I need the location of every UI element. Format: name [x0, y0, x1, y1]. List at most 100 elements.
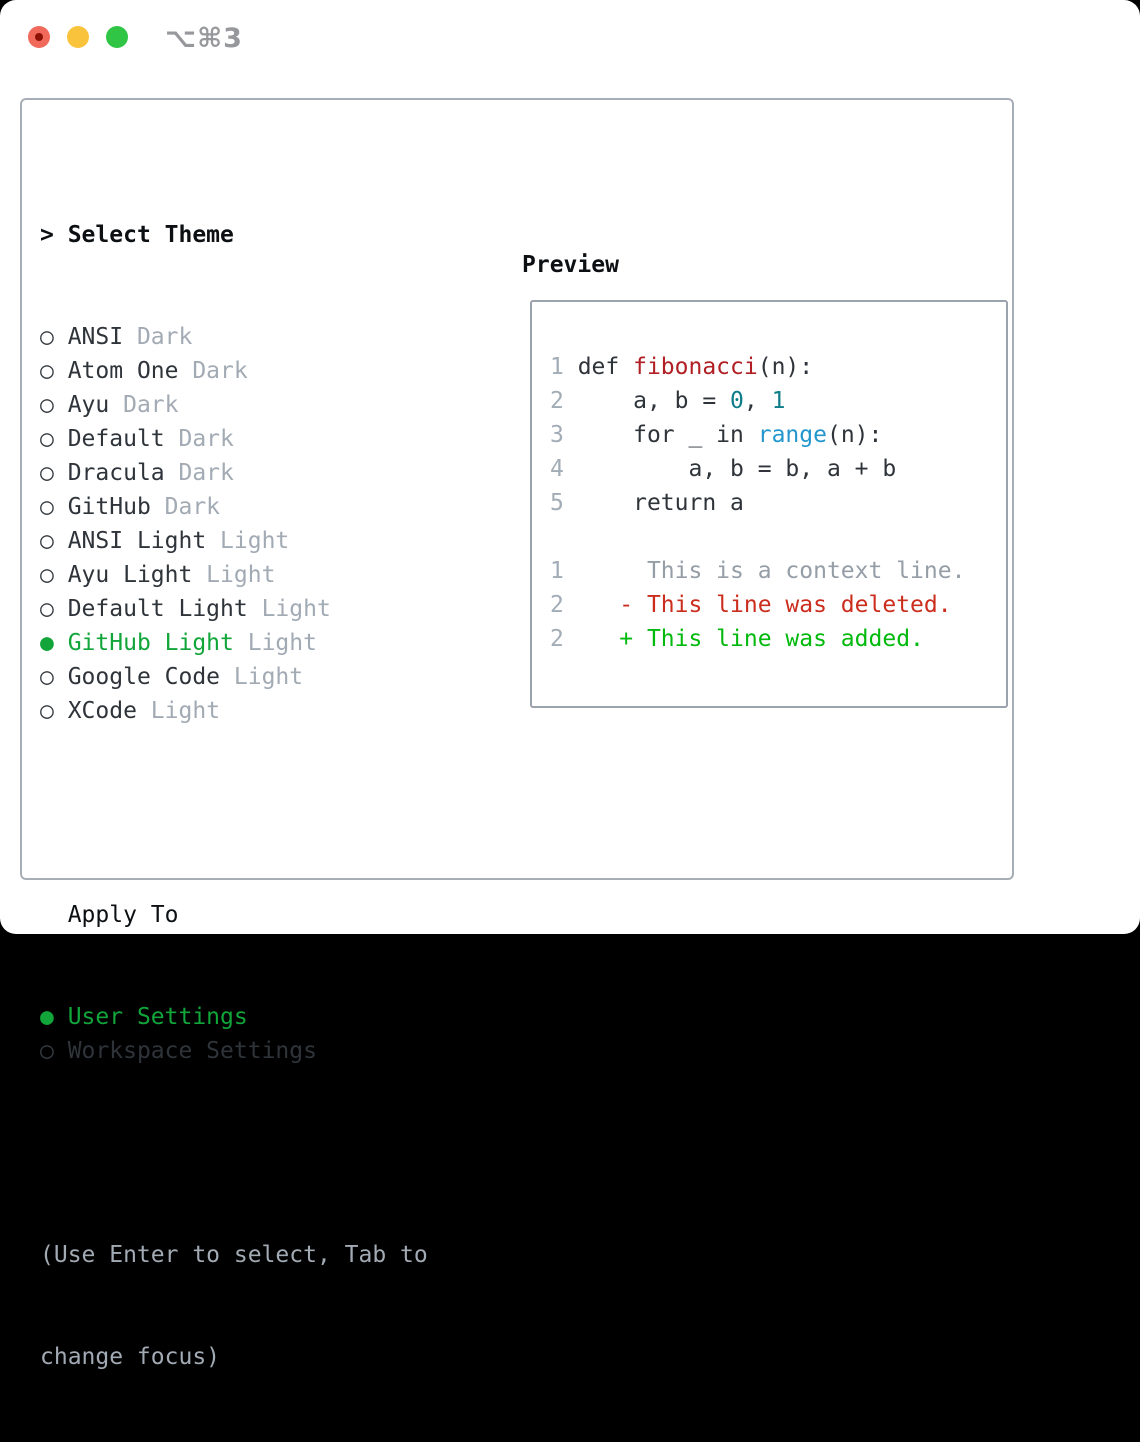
- apply-to-option-workspace-settings[interactable]: ○ Workspace Settings: [40, 1034, 490, 1068]
- theme-option-ansi[interactable]: ○ ANSI Dark: [40, 320, 490, 354]
- code-segment-code: ,: [743, 388, 772, 414]
- theme-option-github-light[interactable]: ● GitHub Light Light: [40, 626, 490, 660]
- code-segment-func: fibonacci: [633, 354, 758, 380]
- code-segment-context: This is a context line.: [577, 558, 966, 584]
- theme-option-label: GitHub Light: [67, 630, 234, 656]
- apply-to-header: Apply To: [67, 902, 179, 928]
- code-segment-number: 1: [771, 388, 786, 414]
- theme-option-atom-one[interactable]: ○ Atom One Dark: [40, 354, 490, 388]
- theme-variant-label: Dark: [150, 494, 221, 520]
- code-line: 2 + This line was added.: [550, 622, 1006, 656]
- theme-option-xcode[interactable]: ○ XCode Light: [40, 694, 490, 728]
- theme-option-google-code[interactable]: ○ Google Code Light: [40, 660, 490, 694]
- theme-option-label: Ayu Light: [67, 562, 193, 588]
- app-window: ⌥⌘3 > Select Theme ○ ANSI Dark○ Atom One…: [0, 0, 1140, 1370]
- spacer: [40, 1136, 490, 1170]
- radio-icon: ○: [40, 426, 68, 452]
- code-line: 1 This is a context line.: [550, 554, 1006, 588]
- radio-icon: ○: [40, 664, 68, 690]
- theme-option-label: Atom One: [67, 358, 179, 384]
- apply-to-option-label: Workspace Settings: [67, 1038, 317, 1064]
- theme-selector-column: > Select Theme ○ ANSI Dark○ Atom One Dar…: [40, 150, 490, 1442]
- preview-header: Preview: [522, 252, 619, 278]
- radio-icon: ○: [40, 392, 68, 418]
- theme-variant-label: Light: [192, 562, 276, 588]
- line-number: 2: [550, 626, 578, 652]
- radio-icon: ○: [40, 528, 68, 554]
- theme-option-ayu-light[interactable]: ○ Ayu Light Light: [40, 558, 490, 592]
- code-segment-code: (n):: [757, 354, 814, 380]
- code-segment-code: return a: [577, 490, 744, 516]
- code-segment-code: for _ in: [577, 422, 758, 448]
- theme-option-dracula[interactable]: ○ Dracula Dark: [40, 456, 490, 490]
- code-segment-deleted: - This line was deleted.: [577, 592, 952, 618]
- theme-variant-label: Dark: [109, 392, 179, 418]
- zoom-button-icon[interactable]: [106, 26, 128, 48]
- theme-option-label: Default Light: [67, 596, 248, 622]
- theme-variant-label: Light: [220, 664, 304, 690]
- help-text-line1: (Use Enter to select, Tab to: [40, 1242, 428, 1268]
- theme-variant-label: Dark: [178, 358, 248, 384]
- selected-radio-icon: ●: [40, 630, 68, 656]
- theme-option-ayu[interactable]: ○ Ayu Dark: [40, 388, 490, 422]
- code-line: 2 a, b = 0, 1: [550, 384, 1006, 418]
- radio-icon: ○: [40, 358, 68, 384]
- titlebar: ⌥⌘3: [0, 0, 1140, 74]
- code-segment-code: a, b =: [577, 388, 731, 414]
- help-text-line2: change focus): [40, 1344, 221, 1370]
- theme-option-label: Ayu: [67, 392, 110, 418]
- radio-icon: ○: [40, 1038, 68, 1064]
- close-button-icon[interactable]: [28, 26, 50, 48]
- minimize-button-icon[interactable]: [67, 26, 89, 48]
- line-number: 3: [550, 422, 578, 448]
- theme-option-label: ANSI Light: [67, 528, 207, 554]
- theme-option-github[interactable]: ○ GitHub Dark: [40, 490, 490, 524]
- code-segment-number: 0: [730, 388, 744, 414]
- code-segment-code: (n):: [826, 422, 883, 448]
- theme-option-default-light[interactable]: ○ Default Light Light: [40, 592, 490, 626]
- radio-icon: ○: [40, 494, 68, 520]
- line-number: 4: [550, 456, 578, 482]
- code-segment-added: + This line was added.: [577, 626, 924, 652]
- theme-option-label: XCode: [67, 698, 137, 724]
- theme-option-label: Google Code: [67, 664, 221, 690]
- radio-icon: ○: [40, 324, 68, 350]
- code-segment-code: def: [577, 354, 634, 380]
- code-line: 1 def fibonacci(n):: [550, 350, 1006, 384]
- window-title: ⌥⌘3: [165, 23, 243, 54]
- theme-variant-label: Light: [247, 596, 331, 622]
- theme-options-list: ○ ANSI Dark○ Atom One Dark○ Ayu Dark○ De…: [40, 320, 490, 728]
- theme-option-label: GitHub: [67, 494, 151, 520]
- theme-option-label: ANSI: [67, 324, 124, 350]
- radio-icon: ○: [40, 460, 68, 486]
- select-theme-header-label: Select Theme: [67, 222, 234, 248]
- apply-to-options-list: ● User Settings○ Workspace Settings: [40, 1000, 490, 1068]
- radio-icon: ○: [40, 698, 68, 724]
- header-prefix-caret: >: [40, 222, 68, 248]
- line-number: 2: [550, 388, 578, 414]
- theme-option-label: Dracula: [67, 460, 165, 486]
- apply-to-option-user-settings[interactable]: ● User Settings: [40, 1000, 490, 1034]
- theme-option-default[interactable]: ○ Default Dark: [40, 422, 490, 456]
- theme-variant-label: Light: [136, 698, 221, 724]
- line-number: 2: [550, 592, 578, 618]
- code-line: 5 return a: [550, 486, 1006, 520]
- radio-icon: ○: [40, 562, 68, 588]
- code-line: 2 - This line was deleted.: [550, 588, 1006, 622]
- select-theme-header: > Select Theme: [40, 218, 490, 252]
- theme-variant-label: Dark: [123, 324, 193, 350]
- spacer: [40, 796, 490, 830]
- radio-icon: ○: [40, 596, 68, 622]
- theme-variant-label: Dark: [164, 426, 234, 452]
- selected-radio-icon: ●: [40, 1004, 68, 1030]
- apply-to-option-label: User Settings: [67, 1004, 248, 1030]
- code-line: [550, 520, 1006, 554]
- line-number: 1: [550, 558, 578, 584]
- code-line: 3 for _ in range(n):: [550, 418, 1006, 452]
- code-line: 4 a, b = b, a + b: [550, 452, 1006, 486]
- theme-variant-label: Light: [233, 630, 317, 656]
- line-number: 1: [550, 354, 578, 380]
- theme-option-ansi-light[interactable]: ○ ANSI Light Light: [40, 524, 490, 558]
